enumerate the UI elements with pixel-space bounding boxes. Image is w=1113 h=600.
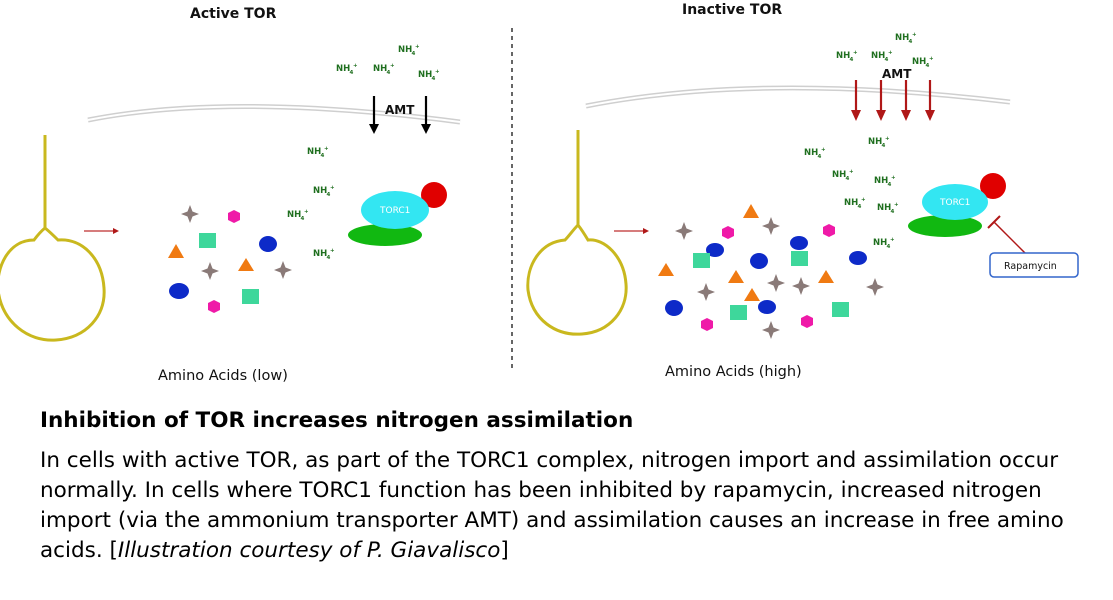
left-amino-acids xyxy=(168,205,292,313)
right-torc1-label: TORC1 xyxy=(939,198,970,208)
left-vacuole xyxy=(0,135,106,342)
left-panel-title: Active TOR xyxy=(190,6,277,22)
right-amt-arrows xyxy=(851,80,935,121)
caption-close: ] xyxy=(500,538,509,563)
right-torc1-complex xyxy=(908,173,1006,237)
right-vacuole xyxy=(526,130,628,336)
left-amino-label: Amino Acids (low) xyxy=(158,368,288,384)
rapamycin-inhibition xyxy=(987,215,1079,278)
left-torc1-label: TORC1 xyxy=(379,206,410,216)
rapamycin-label: Rapamycin xyxy=(1004,261,1057,272)
caption-credit: Illustration courtesy of P. Giavalisco xyxy=(117,538,501,563)
caption-body: In cells with active TOR, as part of the… xyxy=(40,446,1110,566)
right-amt-label: AMT xyxy=(882,67,912,81)
right-nh4-cluster xyxy=(804,32,934,250)
left-torc1-complex xyxy=(348,182,447,246)
right-panel-title: Inactive TOR xyxy=(682,2,782,18)
right-amino-label: Amino Acids (high) xyxy=(665,364,802,380)
tor-diagram: NH 4 + Active TOR AMT xyxy=(0,2,1079,384)
caption-title: Inhibition of TOR increases nitrogen ass… xyxy=(40,408,634,433)
caption-text: In cells with active TOR, as part of the… xyxy=(40,448,1064,563)
right-amino-acids xyxy=(658,204,884,339)
left-amt-arrows xyxy=(369,96,431,134)
left-amt-label: AMT xyxy=(385,103,415,117)
